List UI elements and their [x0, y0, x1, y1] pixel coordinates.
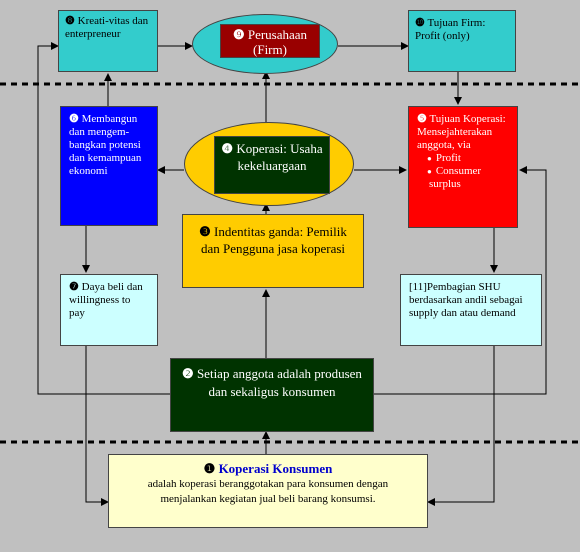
node-tujuan-firm-text: Tujuan Firm: Profit (only) [415, 17, 486, 42]
node-kreativitas: ❽ Kreati-vitas dan enterpreneur [58, 10, 158, 72]
node-koperasi-konsumen: ❶ Koperasi Konsumen adalah koperasi bera… [108, 454, 428, 528]
list-item: Profit [429, 152, 509, 165]
node-daya-beli-text: Daya beli dan willingness to pay [69, 281, 143, 319]
node-setiap-anggota: ❷ Setiap anggota adalah produsen dan sek… [170, 358, 374, 432]
node-tujuan-koperasi-text: Tujuan Koperasi: Mensejahterakan anggota… [417, 113, 506, 151]
node-koperasi-usaha-text: Koperasi: Usaha kekeluargaan [236, 141, 323, 173]
node-identitas: ❸ Indentitas ganda: Pemilik dan Pengguna… [182, 214, 364, 288]
node-koperasi-konsumen-text: adalah koperasi beranggotakan para konsu… [147, 478, 389, 505]
node-pembagian-shu-text: [11]Pembagian SHU berdasarkan andil seba… [409, 281, 523, 319]
node-tujuan-firm: ❿ Tujuan Firm: Profit (only) [408, 10, 516, 72]
node-perusahaan: ❾ Perusahaan (Firm) [220, 24, 320, 58]
node-tujuan-koperasi-list: Profit Consumer surplus [417, 152, 509, 191]
node-daya-beli: ❼ Daya beli dan willingness to pay [60, 274, 158, 346]
node-setiap-anggota-text: Setiap anggota adalah produsen dan sekal… [196, 366, 362, 399]
node-perusahaan-text: Perusahaan (Firm) [247, 27, 308, 57]
node-tujuan-koperasi: ❺ Tujuan Koperasi: Mensejahterakan anggo… [408, 106, 518, 228]
list-item: Consumer surplus [429, 165, 509, 191]
node-koperasi-konsumen-title: Koperasi Konsumen [218, 461, 333, 476]
node-membangun: ❻ Membangun dan mengem-bangkan potensi d… [60, 106, 158, 226]
node-koperasi-konsumen-heading: ❶ Koperasi Konsumen [203, 461, 333, 476]
node-membangun-text: Membangun dan mengem-bangkan potensi dan… [69, 113, 142, 177]
node-identitas-text: Indentitas ganda: Pemilik dan Pengguna j… [200, 224, 347, 256]
node-pembagian-shu: [11]Pembagian SHU berdasarkan andil seba… [400, 274, 542, 346]
node-koperasi-usaha: ❹ Koperasi: Usaha kekeluargaan [214, 136, 330, 194]
node-kreativitas-text: Kreati-vitas dan enterpreneur [65, 15, 149, 40]
